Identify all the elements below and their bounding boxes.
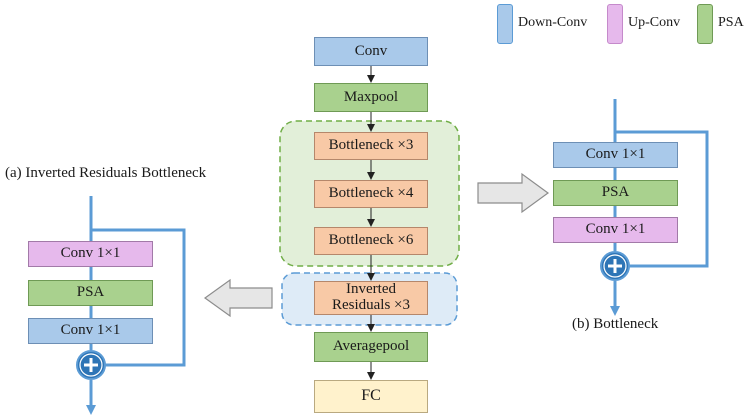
- fc-block: FC: [314, 380, 428, 413]
- bottleneck-caption: (b) Bottleneck: [572, 316, 659, 332]
- inverted-residuals-line1: Inverted: [346, 281, 396, 298]
- inverted-residuals-line2: Residuals ×3: [331, 297, 411, 313]
- bottleneck-conv-top: Conv 1×1: [553, 142, 678, 168]
- legend-label-down-conv: Down-Conv: [518, 15, 588, 30]
- legend-label-psa: PSA: [718, 15, 744, 30]
- expand-left-arrow: [203, 278, 273, 318]
- legend-label-up-conv: Up-Conv: [628, 15, 681, 30]
- inverted-residuals-block: Inverted Residuals ×3: [314, 281, 428, 315]
- bottleneck-conv-bottom: Conv 1×1: [553, 217, 678, 243]
- legend-swatch-psa: [697, 4, 713, 44]
- inverted-psa: PSA: [28, 280, 153, 306]
- add-icon-b: [600, 251, 630, 281]
- inverted-conv-bottom: Conv 1×1: [28, 318, 153, 344]
- maxpool-block: Maxpool: [314, 83, 428, 112]
- conv-block: Conv: [314, 37, 428, 66]
- bottleneck-x6-block: Bottleneck ×6: [314, 227, 428, 255]
- bottleneck-x3-block: Bottleneck ×3: [314, 132, 428, 160]
- legend-swatch-down-conv: [497, 4, 513, 44]
- averagepool-block: Averagepool: [314, 332, 428, 362]
- legend-swatch-up-conv: [607, 4, 623, 44]
- add-icon-a: [76, 350, 106, 380]
- bottleneck-psa: PSA: [553, 180, 678, 206]
- inverted-conv-top: Conv 1×1: [28, 241, 153, 267]
- expand-right-arrow: [477, 172, 550, 214]
- bottleneck-x4-block: Bottleneck ×4: [314, 180, 428, 208]
- inverted-block-title: (a) Inverted Residuals Bottleneck: [5, 165, 207, 181]
